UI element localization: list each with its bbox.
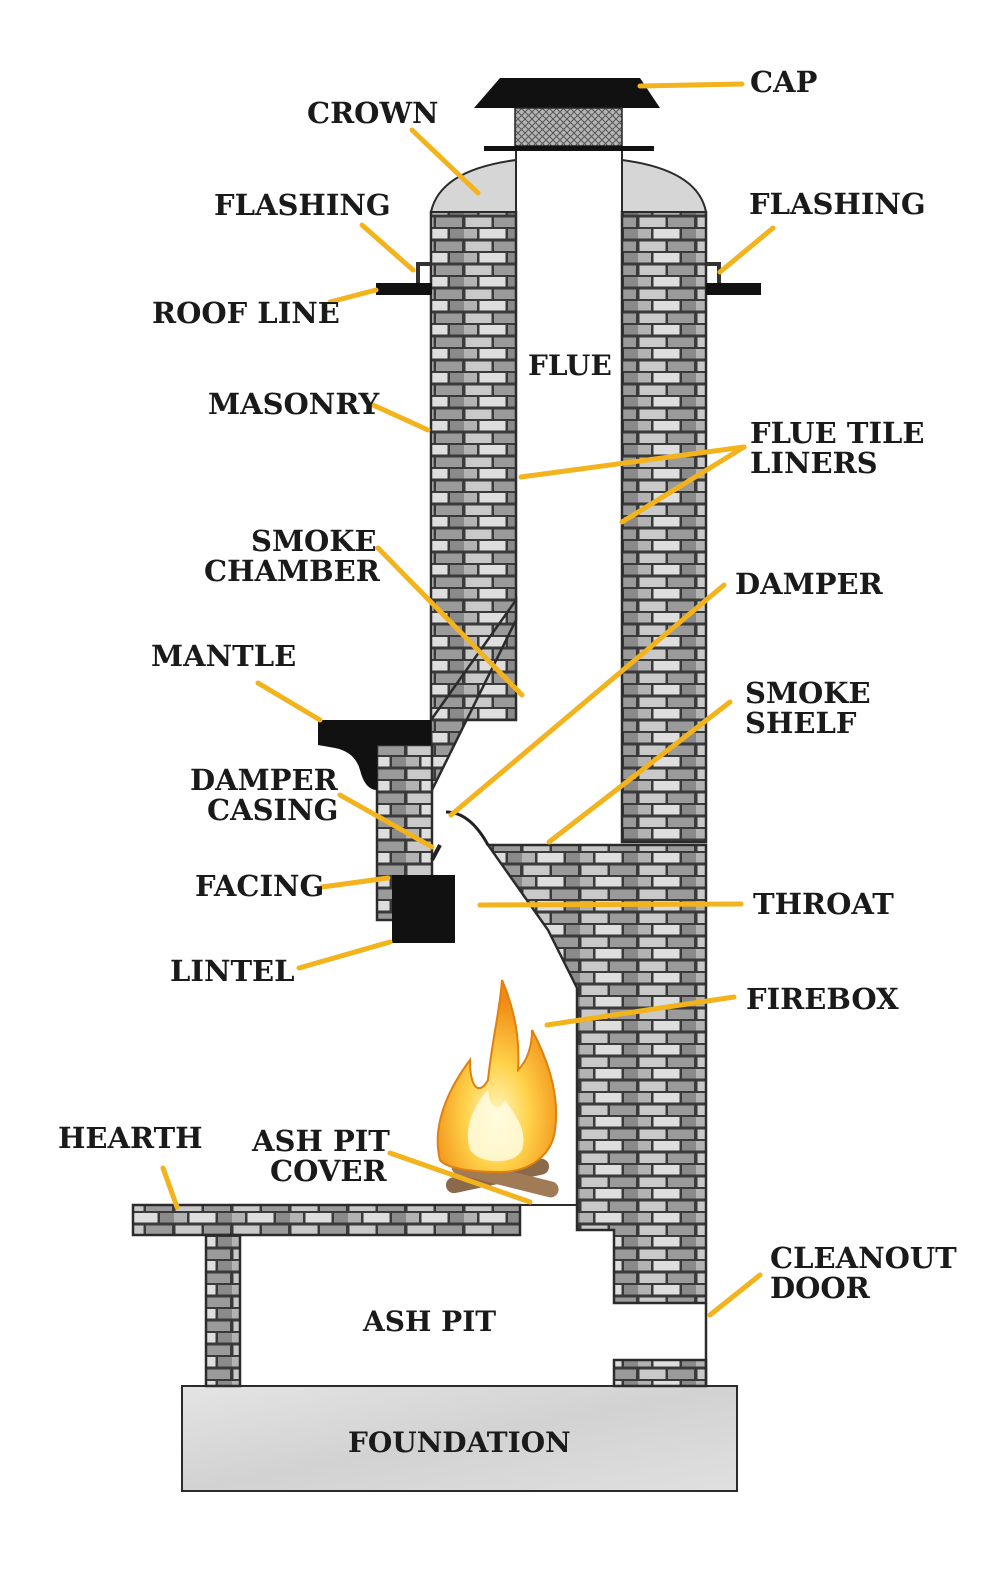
leader-masonry <box>370 402 431 433</box>
label-foundation: FOUNDATION <box>348 1426 571 1459</box>
label-flashing-left: FLASHING <box>214 188 391 222</box>
label-smoke-chamber-2: CHAMBER <box>204 554 381 588</box>
label-damper-casing-1: DAMPER <box>190 763 339 797</box>
leader-facing <box>319 875 391 890</box>
label-flue-tile-liners-2: LINERS <box>750 446 878 480</box>
flashing-left-shape <box>416 262 431 283</box>
leader-lintel <box>296 939 393 971</box>
label-ash-pit: ASH PIT <box>362 1305 496 1338</box>
leader-smoke-chamber <box>375 545 525 698</box>
label-cleanout-door-1: CLEANOUT <box>770 1241 957 1275</box>
cap-top <box>474 78 660 108</box>
label-masonry: MASONRY <box>208 387 380 421</box>
damper-plate <box>430 844 442 861</box>
label-lintel: LINTEL <box>170 954 295 988</box>
label-crown: CROWN <box>307 96 439 130</box>
label-mantle: MANTLE <box>151 639 296 673</box>
label-roof-line: ROOF LINE <box>152 296 340 330</box>
leader-flashing-right <box>717 225 776 275</box>
roof-line-left <box>376 283 432 295</box>
label-cap: CAP <box>750 65 818 99</box>
right-chimney-wall <box>620 210 708 844</box>
damper-flap <box>445 810 490 846</box>
mantle-shelf <box>318 720 431 790</box>
hearth-support <box>204 1233 242 1388</box>
leader-flue-tile-1 <box>518 444 747 480</box>
cap-mesh <box>514 107 623 147</box>
label-firebox: FIREBOX <box>746 982 899 1016</box>
roof-line-right <box>706 283 761 295</box>
label-damper: DAMPER <box>735 567 884 601</box>
flashing-right-shape <box>706 262 721 283</box>
label-cleanout-door-2: DOOR <box>770 1271 871 1305</box>
leader-mantle <box>255 680 323 723</box>
leader-damper-casing <box>337 792 435 850</box>
label-flashing-right: FLASHING <box>749 187 926 221</box>
label-hearth: HEARTH <box>58 1121 203 1155</box>
hearth-slab <box>131 1203 522 1237</box>
label-ash-pit-cover-1: ASH PIT <box>251 1124 390 1158</box>
leader-hearth <box>160 1165 180 1210</box>
foundation-block <box>181 1385 738 1492</box>
leader-flue-tile-2 <box>619 444 747 525</box>
leader-damper <box>448 582 727 818</box>
label-facing: FACING <box>195 869 324 903</box>
label-ash-pit-cover-2: COVER <box>270 1154 387 1188</box>
leader-firebox <box>544 994 737 1028</box>
fire-icon <box>436 979 559 1198</box>
cap-base <box>484 146 654 151</box>
ash-pit-wall-right <box>612 1358 708 1388</box>
label-flue: FLUE <box>528 349 612 382</box>
lintel-lower <box>392 918 455 943</box>
leader-crown <box>409 127 481 196</box>
leader-cap <box>637 81 745 89</box>
label-throat: THROAT <box>753 887 894 921</box>
label-damper-casing-2: CASING <box>207 793 338 827</box>
label-flue-tile-liners-1: FLUE TILE <box>750 416 925 450</box>
leader-roof-line <box>327 287 379 305</box>
leader-ash-pit-cover <box>387 1150 533 1205</box>
leader-smoke-shelf <box>546 699 733 845</box>
leader-cleanout-door <box>707 1272 763 1318</box>
leader-throat <box>477 901 744 908</box>
label-smoke-shelf-2: SHELF <box>745 706 857 740</box>
leader-flashing-left <box>359 222 416 273</box>
firebox-back-wall <box>485 843 708 1305</box>
label-smoke-chamber-1: SMOKE <box>251 524 377 558</box>
label-smoke-shelf-1: SMOKE <box>745 676 871 710</box>
crown-shape-right <box>621 158 708 213</box>
